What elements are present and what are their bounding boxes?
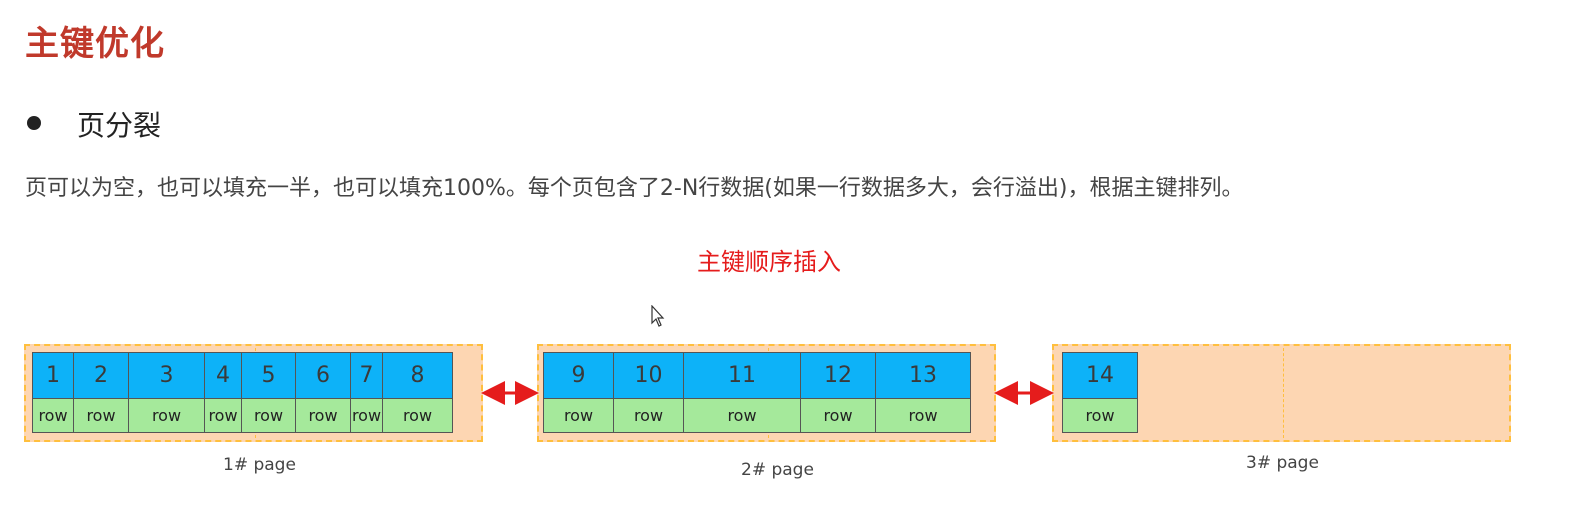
diagram-subtitle: 主键顺序插入 — [697, 248, 841, 276]
record-row-cell: row — [295, 398, 351, 433]
page-divider — [1283, 348, 1284, 438]
record-row-cell: row — [350, 398, 383, 433]
record-row-cell: row — [683, 398, 801, 433]
record-row-cell: row — [73, 398, 129, 433]
record-row-cell: row — [800, 398, 876, 433]
record-key-cell: 13 — [875, 352, 971, 399]
mouse-cursor-icon — [651, 305, 665, 327]
record-key-cell: 14 — [1062, 352, 1138, 399]
record-key-cell: 8 — [382, 352, 453, 399]
record-row-cell: row — [382, 398, 453, 433]
bullet-dot — [27, 116, 41, 130]
description-text: 页可以为空，也可以填充一半，也可以填充100%。每个页包含了2-N行数据(如果一… — [25, 176, 1244, 201]
record-row-cell: row — [32, 398, 74, 433]
record-key-cell: 2 — [73, 352, 129, 399]
record-key-cell: 4 — [204, 352, 242, 399]
record-key-cell: 1 — [32, 352, 74, 399]
record-row-cell: row — [875, 398, 971, 433]
record-row-cell: row — [241, 398, 296, 433]
page-2-label: 2# page — [741, 460, 814, 480]
bullet-heading: 页分裂 — [77, 109, 162, 142]
record-row-cell: row — [613, 398, 684, 433]
record-key-cell: 3 — [128, 352, 205, 399]
record-row-cell: row — [543, 398, 614, 433]
page-3-label: 3# page — [1246, 453, 1319, 473]
record-row-cell: row — [128, 398, 205, 433]
record-key-cell: 9 — [543, 352, 614, 399]
record-key-cell: 5 — [241, 352, 296, 399]
page-1-label: 1# page — [223, 455, 296, 475]
record-row-cell: row — [1062, 398, 1138, 433]
record-row-cell: row — [204, 398, 242, 433]
record-key-cell: 11 — [683, 352, 801, 399]
page-title: 主键优化 — [25, 24, 165, 64]
